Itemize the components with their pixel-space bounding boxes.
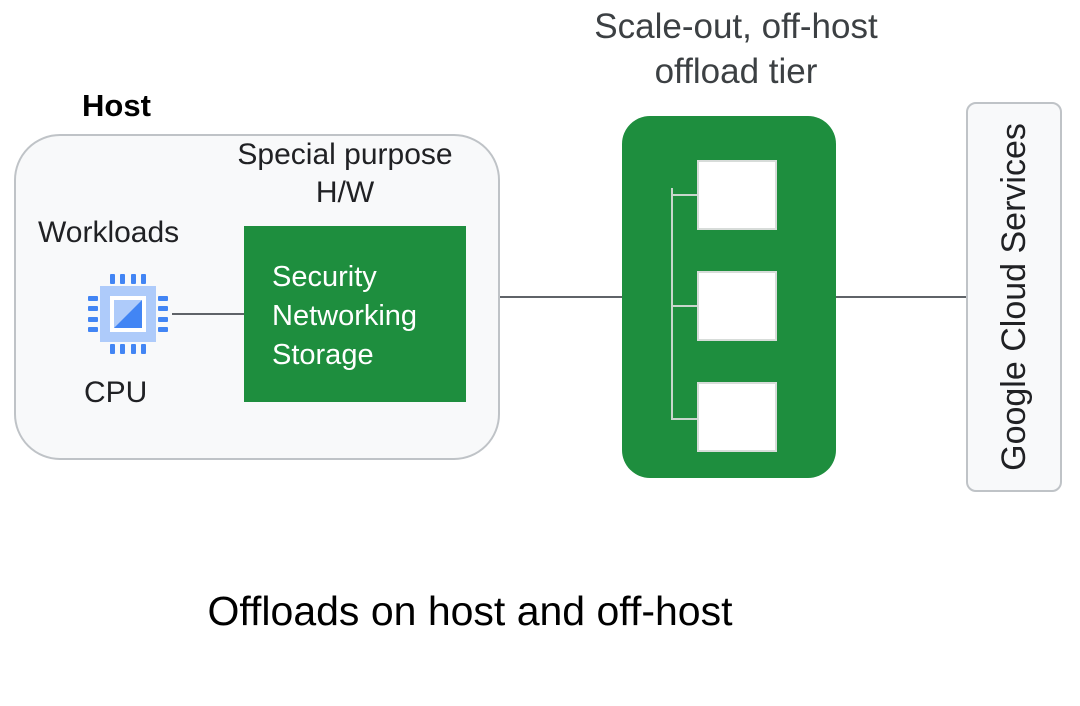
workloads-label: Workloads bbox=[38, 216, 180, 249]
offload-function-networking: Networking bbox=[272, 300, 418, 332]
offload-tier-tick bbox=[671, 418, 697, 420]
special-purpose-hw-box bbox=[244, 226, 466, 402]
special-purpose-hw-label: Special purpose H/W bbox=[237, 138, 453, 209]
offload-tier-title: Scale-out, off-host offload tier bbox=[594, 7, 878, 91]
cpu-chip-icon bbox=[88, 274, 168, 354]
diagram-caption: Offloads on host and off-host bbox=[207, 588, 733, 634]
host-title: Host bbox=[82, 88, 151, 123]
offload-tier-tick bbox=[671, 305, 697, 307]
offload-tier-unit bbox=[697, 160, 777, 230]
offload-function-storage: Storage bbox=[272, 339, 374, 371]
google-cloud-services-box bbox=[966, 102, 1062, 492]
offload-functions-list: Security Networking Storage bbox=[272, 258, 417, 375]
google-cloud-services-label: Google Cloud Services bbox=[995, 123, 1033, 471]
tier-to-cloud-connector bbox=[836, 296, 966, 298]
offload-tier-bus bbox=[671, 188, 673, 420]
offload-tier-tick bbox=[671, 194, 697, 196]
offload-tier-unit bbox=[697, 382, 777, 452]
host-to-tier-connector bbox=[500, 296, 622, 298]
offload-function-security: Security bbox=[272, 261, 377, 293]
cpu-label: CPU bbox=[84, 376, 148, 409]
cpu-to-hw-connector bbox=[172, 313, 244, 315]
offload-tier-unit bbox=[697, 271, 777, 341]
